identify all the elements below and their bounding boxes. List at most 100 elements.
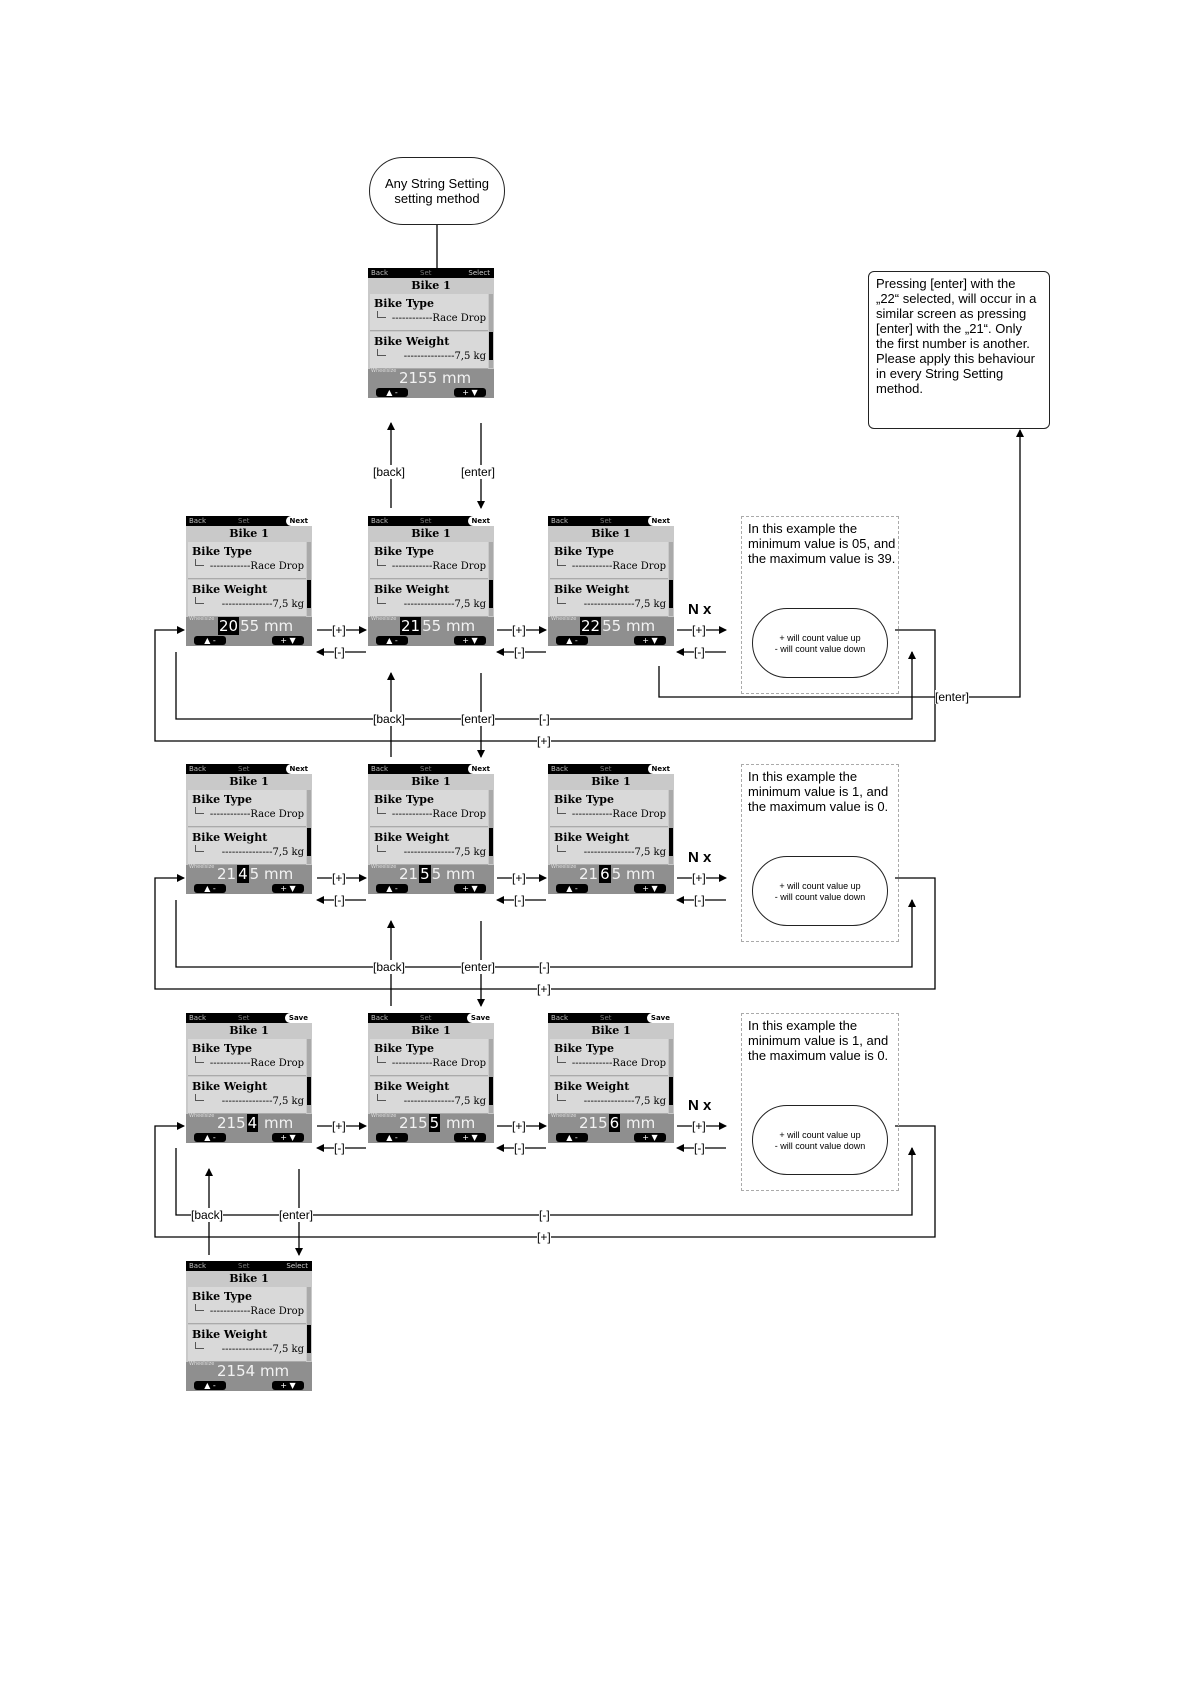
up-minus-button[interactable]: ▲ - — [194, 1381, 226, 1390]
action-button[interactable]: Select — [464, 268, 494, 278]
up-minus-button[interactable]: ▲ - — [376, 884, 408, 893]
action-button[interactable]: Save — [284, 1013, 312, 1023]
scrollbar[interactable] — [669, 790, 673, 864]
scrollbar[interactable] — [489, 1039, 493, 1113]
action-button[interactable]: Next — [647, 764, 674, 774]
scrollbar[interactable] — [307, 790, 311, 864]
up-minus-button[interactable]: ▲ - — [194, 884, 226, 893]
value-prefix: 21 — [399, 865, 419, 883]
bike-weight-row[interactable]: Bike Weight---------------7,5 kg — [550, 828, 668, 865]
bike-weight-row[interactable]: Bike Weight---------------7,5 kg — [188, 828, 306, 865]
scrollbar[interactable] — [489, 294, 493, 368]
tree-line — [195, 1094, 204, 1101]
scrollbar[interactable] — [489, 542, 493, 616]
scrollbar[interactable] — [307, 1039, 311, 1113]
back-button[interactable]: Back — [189, 517, 206, 525]
action-button[interactable]: Next — [467, 516, 494, 526]
selected-digits: 4 — [237, 865, 249, 883]
action-button[interactable]: Next — [285, 516, 312, 526]
back-button[interactable]: Back — [371, 765, 388, 773]
bike-type-title: Bike Type — [554, 1042, 614, 1055]
tree-line — [557, 559, 566, 566]
up-minus-button[interactable]: ▲ - — [376, 388, 408, 397]
bike-weight-value: ---------------7,5 kg — [221, 847, 304, 858]
plus-down-button[interactable]: + ▼ — [454, 388, 486, 397]
plus-down-button[interactable]: + ▼ — [272, 1133, 304, 1142]
up-minus-button[interactable]: ▲ - — [194, 636, 226, 645]
back-button[interactable]: Back — [551, 517, 568, 525]
action-button[interactable]: Next — [647, 516, 674, 526]
bike-type-row[interactable]: Bike Type------------Race Drop — [370, 294, 488, 331]
bike-weight-row[interactable]: Bike Weight---------------7,5 kg — [188, 1077, 306, 1114]
bike-type-row[interactable]: Bike Type------------Race Drop — [550, 1039, 668, 1076]
back-button[interactable]: Back — [551, 765, 568, 773]
back-button[interactable]: Back — [371, 1014, 388, 1022]
scroll-thumb — [307, 580, 311, 608]
up-minus-button[interactable]: ▲ - — [194, 1133, 226, 1142]
bike-weight-row[interactable]: Bike Weight---------------7,5 kg — [370, 332, 488, 369]
bike-type-row[interactable]: Bike Type------------Race Drop — [188, 542, 306, 579]
bike-type-row[interactable]: Bike Type------------Race Drop — [188, 1039, 306, 1076]
back-button[interactable]: Back — [371, 269, 388, 277]
wheelsize-label: Wheelsize — [371, 616, 397, 622]
bike-type-row[interactable]: Bike Type------------Race Drop — [550, 542, 668, 579]
bike-type-row[interactable]: Bike Type------------Race Drop — [188, 1287, 306, 1324]
up-minus-button[interactable]: ▲ - — [376, 1133, 408, 1142]
bike-weight-row[interactable]: Bike Weight---------------7,5 kg — [370, 828, 488, 865]
up-minus-button[interactable]: ▲ - — [556, 1133, 588, 1142]
scrollbar[interactable] — [307, 542, 311, 616]
plus-down-button[interactable]: + ▼ — [454, 884, 486, 893]
bike-type-row[interactable]: Bike Type------------Race Drop — [370, 790, 488, 827]
bike-weight-row[interactable]: Bike Weight---------------7,5 kg — [188, 580, 306, 617]
bike-weight-row[interactable]: Bike Weight---------------7,5 kg — [370, 1077, 488, 1114]
bike-weight-row[interactable]: Bike Weight---------------7,5 kg — [370, 580, 488, 617]
action-button[interactable]: Save — [466, 1013, 494, 1023]
plus-down-button[interactable]: + ▼ — [272, 636, 304, 645]
action-button[interactable]: Next — [285, 764, 312, 774]
action-button[interactable]: Next — [467, 764, 494, 774]
pill-down-text: - will count value down — [774, 1141, 866, 1151]
bike-weight-row[interactable]: Bike Weight---------------7,5 kg — [188, 1325, 306, 1362]
scrollbar[interactable] — [669, 1039, 673, 1113]
plus-down-button[interactable]: + ▼ — [634, 636, 666, 645]
scrollbar[interactable] — [307, 1287, 311, 1361]
back-button[interactable]: Back — [189, 1014, 206, 1022]
up-minus-button[interactable]: ▲ - — [376, 636, 408, 645]
back-button[interactable]: Back — [189, 765, 206, 773]
action-button[interactable]: Select — [282, 1261, 312, 1271]
bike-type-row[interactable]: Bike Type------------Race Drop — [370, 1039, 488, 1076]
up-minus-button[interactable]: ▲ - — [556, 636, 588, 645]
plus-down-button[interactable]: + ▼ — [634, 884, 666, 893]
bike-type-row[interactable]: Bike Type------------Race Drop — [188, 790, 306, 827]
bike-weight-row[interactable]: Bike Weight---------------7,5 kg — [550, 580, 668, 617]
bike-type-row[interactable]: Bike Type------------Race Drop — [550, 790, 668, 827]
plus-down-button[interactable]: + ▼ — [272, 884, 304, 893]
up-minus-button[interactable]: ▲ - — [556, 884, 588, 893]
back-button[interactable]: Back — [189, 1262, 206, 1270]
plus-down-button[interactable]: + ▼ — [454, 636, 486, 645]
plus-down-button[interactable]: + ▼ — [454, 1133, 486, 1142]
plus-down-button[interactable]: + ▼ — [634, 1133, 666, 1142]
scrollbar[interactable] — [669, 542, 673, 616]
action-button[interactable]: Save — [646, 1013, 674, 1023]
bike-type-row[interactable]: Bike Type------------Race Drop — [370, 542, 488, 579]
bike-weight-row[interactable]: Bike Weight---------------7,5 kg — [550, 1077, 668, 1114]
back-button[interactable]: Back — [371, 517, 388, 525]
plus-down-button[interactable]: + ▼ — [272, 1381, 304, 1390]
back-button[interactable]: Back — [551, 1014, 568, 1022]
scrollbar[interactable] — [489, 790, 493, 864]
wheelsize-label: Wheelsize — [371, 1113, 397, 1119]
